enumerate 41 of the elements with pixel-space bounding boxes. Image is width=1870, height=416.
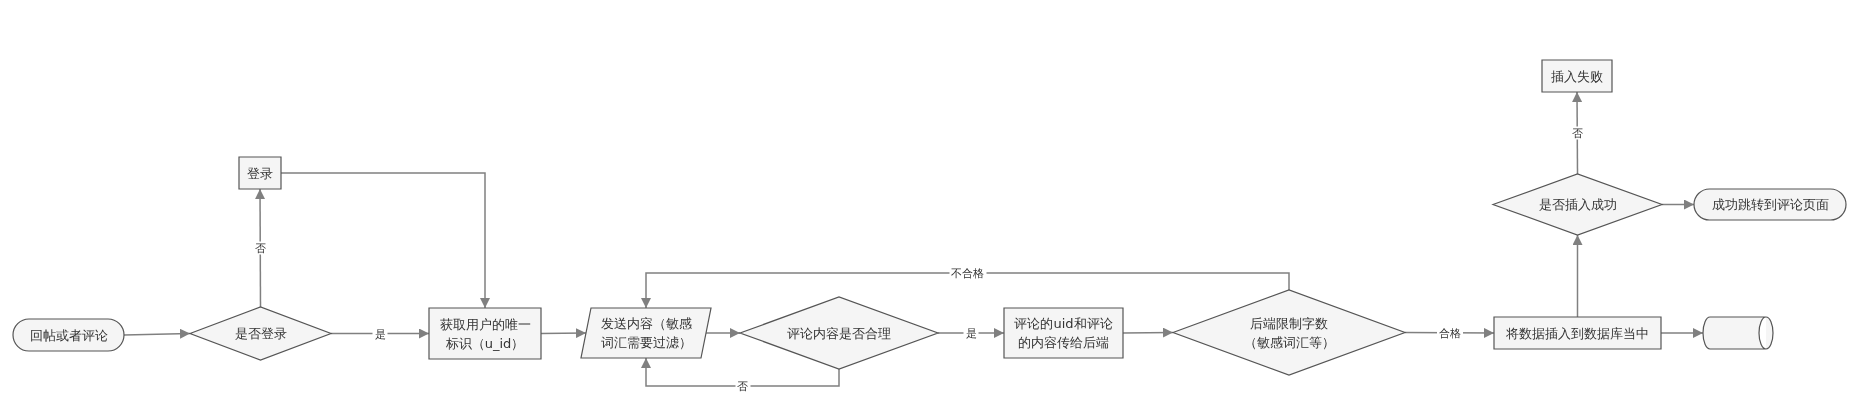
node-text: 是否登录	[234, 325, 287, 343]
node-text: 登录	[247, 164, 273, 183]
edge-label: 否	[252, 241, 268, 255]
node-text: 成功跳转到评论页面	[1711, 196, 1829, 214]
node-text: 获取用户的唯一标识（u_id）	[438, 315, 532, 353]
edge-label: 否	[735, 379, 750, 393]
decision-diamond	[1493, 174, 1662, 235]
arrow	[330, 328, 430, 339]
node-text: 评论内容是否合理	[787, 324, 891, 343]
database-cylinder	[1703, 317, 1773, 349]
decision-diamond	[740, 297, 938, 369]
arrow	[705, 328, 741, 338]
process-box	[1542, 60, 1612, 92]
node-text: 评论的uid和评论的内容传给后端	[1013, 315, 1114, 352]
arrow	[123, 328, 191, 339]
arrow	[255, 188, 266, 308]
terminal-box	[13, 319, 124, 351]
decision-diamond	[1173, 290, 1405, 375]
decision-diamond	[190, 307, 331, 360]
terminal-box	[1694, 189, 1846, 220]
node-text: 后端限制字数（敏感词汇等）	[1242, 314, 1336, 352]
arrow	[641, 272, 1290, 309]
data-parallelogram	[581, 308, 711, 358]
node-text: 回帖或者评论	[29, 326, 108, 345]
arrow	[1572, 91, 1583, 175]
edge-label: 是	[963, 326, 979, 340]
node-text: 发送内容（敏感词汇需要过滤）	[599, 315, 693, 352]
process-box	[1004, 308, 1123, 358]
node-text: 是否插入成功	[1538, 196, 1617, 214]
edge-label: 是	[372, 327, 388, 340]
arrow	[1572, 234, 1583, 318]
edge-label: 不合格	[949, 266, 986, 280]
process-box	[239, 157, 281, 189]
node-text: 将数据插入到数据库当中	[1506, 324, 1649, 343]
arrow	[641, 357, 840, 387]
process-box	[429, 308, 541, 359]
edge-label: 否	[1569, 126, 1585, 140]
arrow	[1661, 199, 1695, 210]
process-box	[1494, 317, 1661, 349]
edge-label: 合格	[1436, 326, 1463, 340]
node-text: 插入失败	[1551, 67, 1603, 86]
